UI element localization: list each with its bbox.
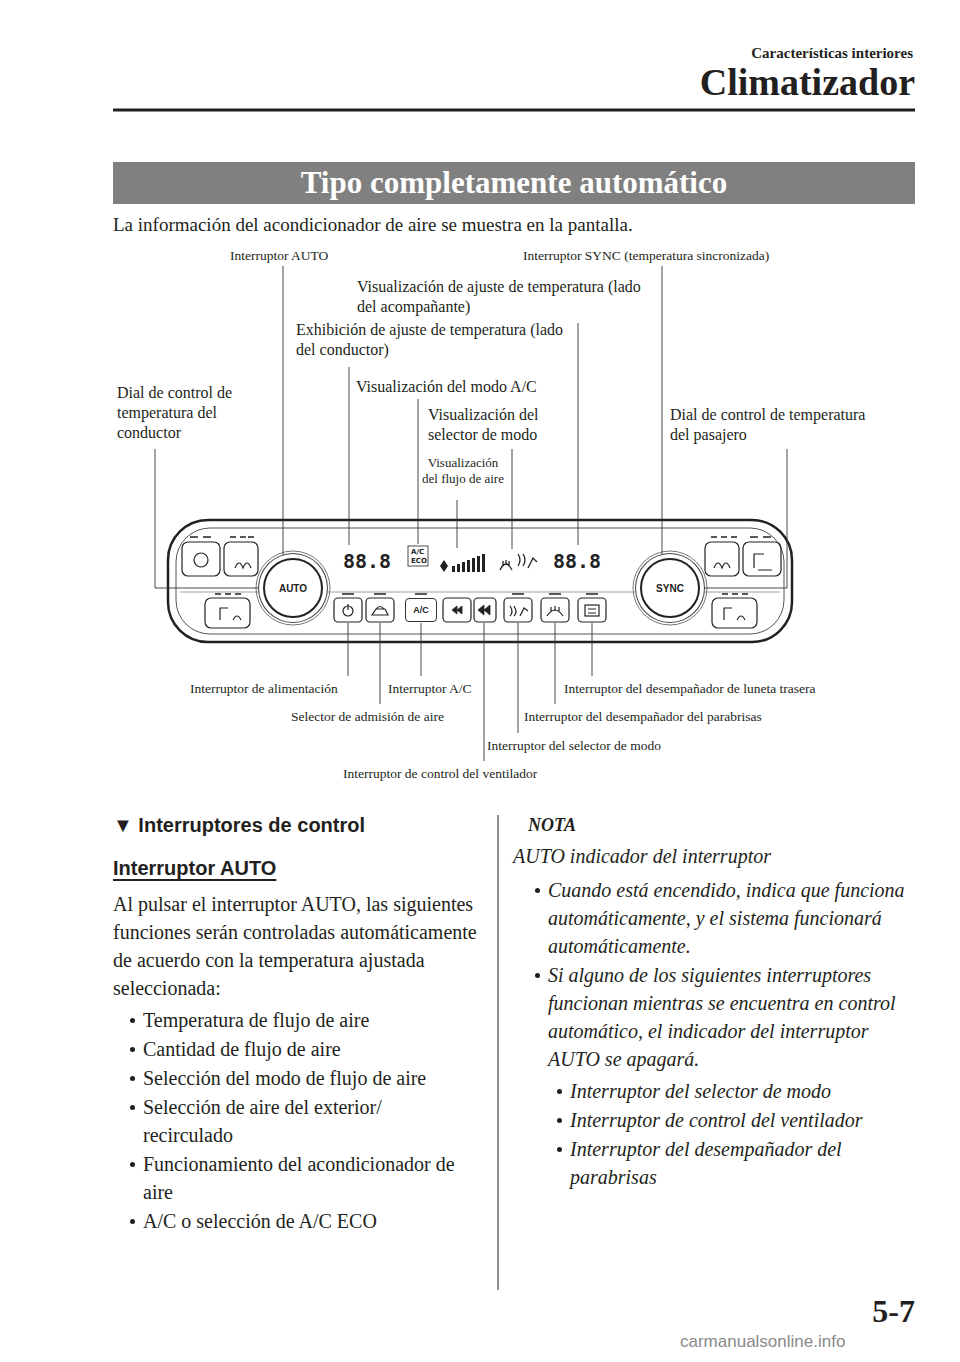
- node-text: A/C: [413, 605, 429, 615]
- column-rule: [498, 815, 499, 1290]
- bullet-dot: [130, 1162, 135, 1167]
- ac-button: A/C: [405, 598, 437, 622]
- callout-label: Interruptor A/C: [388, 680, 472, 697]
- callout-label: Dial de control de temperatura del condu…: [117, 383, 267, 443]
- section-band: Tipo completamente automático: [113, 162, 915, 204]
- callout-label: Interruptor SYNC (temperatura sincroniza…: [523, 247, 769, 264]
- subheading: Interruptor AUTO: [113, 857, 276, 880]
- bullet-item: Selección de aire del exterior/ recircul…: [143, 1093, 463, 1149]
- bullet-item: Temperatura de flujo de aire: [143, 1006, 483, 1034]
- callout-label: Visualización de ajuste de temperatura (…: [357, 277, 657, 317]
- callout-label: Exhibición de ajuste de temperatura (lad…: [296, 320, 566, 360]
- bullet-dot: [535, 888, 540, 893]
- note-subbullet: Interruptor del selector de modo: [570, 1077, 910, 1105]
- ac-eco-box: [408, 546, 428, 566]
- note-heading: NOTA: [528, 815, 576, 836]
- callout-label: Visualización del selector de modo: [428, 405, 568, 445]
- note-bullet: Si alguno de los siguientes interruptore…: [548, 961, 913, 1073]
- callout-label: Interruptor de alimentación: [190, 680, 338, 697]
- body-text: Al pulsar el interruptor AUTO, las sigui…: [113, 890, 485, 1002]
- intro-text: La información del acondicionador de air…: [113, 214, 633, 236]
- bullet-dot: [557, 1118, 562, 1123]
- chapter-title: Climatizador: [700, 60, 915, 104]
- callout-label: Interruptor del desempañador del parabri…: [524, 708, 762, 725]
- display-digits: 88.8: [553, 549, 601, 573]
- bullet-dot: [130, 1219, 135, 1224]
- bullet-dot: [130, 1047, 135, 1052]
- bullet-item: A/C o selección de A/C ECO: [143, 1207, 483, 1235]
- header-rule: [113, 109, 915, 112]
- bullet-dot: [130, 1105, 135, 1110]
- climate-panel: [168, 520, 792, 642]
- note-subbullet: Interruptor de control del ventilador: [570, 1106, 910, 1134]
- display-digits: 88.8: [343, 549, 391, 573]
- bullet-dot: [535, 973, 540, 978]
- running-header: Características interiores: [751, 45, 913, 62]
- display-text: ECO: [411, 557, 427, 565]
- callout-label: Interruptor AUTO: [230, 247, 328, 264]
- callout-label: Interruptor del desempañador de luneta t…: [564, 680, 816, 697]
- bullet-dot: [557, 1147, 562, 1152]
- bullet-dot: [130, 1018, 135, 1023]
- callout-label: Selector de admisión de aire: [291, 708, 444, 725]
- page-number: 5-7: [872, 1293, 915, 1330]
- callout-label: Interruptor de control del ventilador: [343, 765, 537, 782]
- note-title: AUTO indicador del interruptor: [513, 842, 771, 870]
- bullet-dot: [130, 1076, 135, 1081]
- node-text: Tipo completamente automático: [301, 165, 727, 201]
- note-subbullet: Interruptor del desempañador del parabri…: [570, 1135, 870, 1191]
- callout-label: Visualización del flujo de aire: [420, 455, 506, 487]
- display-text: A/C: [411, 548, 424, 556]
- watermark: carmanualsonline.info: [680, 1332, 845, 1352]
- callout-label: Interruptor del selector de modo: [487, 737, 661, 754]
- node-text: AUTO: [279, 583, 307, 594]
- section-heading: ▼ Interruptores de control: [113, 814, 365, 837]
- bullet-item: Cantidad de flujo de aire: [143, 1035, 483, 1063]
- auto-dial: AUTO: [263, 558, 323, 618]
- note-bullet: Cuando está encendido, indica que funcio…: [548, 876, 913, 960]
- bullet-item: Selección del modo de flujo de aire: [143, 1064, 483, 1092]
- bullet-item: Funcionamiento del acondicionador de air…: [143, 1150, 483, 1206]
- sync-dial: SYNC: [640, 558, 700, 618]
- node-text: SYNC: [656, 583, 684, 594]
- callout-label: Visualización del modo A/C: [356, 377, 537, 397]
- callout-label: Dial de control de temperatura del pasaj…: [670, 405, 870, 445]
- bullet-dot: [557, 1089, 562, 1094]
